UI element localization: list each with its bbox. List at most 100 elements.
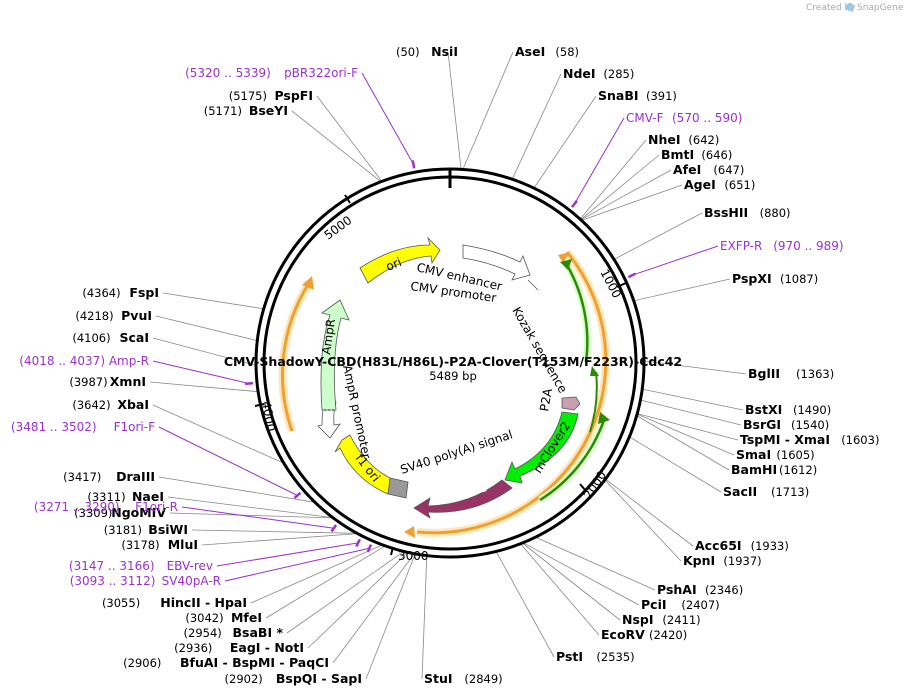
feature-ori [359,236,441,284]
site-name: StuI [424,671,453,686]
tick-label-3000: 3000 [398,549,429,563]
site-position: (1603) [841,433,879,447]
primer-marker [571,200,578,208]
site-name: BstXI [745,402,782,417]
tick-2000 [579,483,587,492]
primer-label-cmv-f: CMV-F (570 .. 590) [626,111,742,125]
credit: Created by SnapGene [806,3,904,13]
primer-range: (5320 .. 5339) [185,66,271,80]
site-leader-line [265,545,386,619]
site-leader-line [637,413,739,441]
site-label-sacii: SacII(1713) [723,484,809,499]
ticks [254,194,627,556]
site-position: (880) [760,206,791,220]
site-position: (2849) [464,672,502,686]
primer-leader-line [361,72,414,165]
site-label-hincii-hpai: HincII - HpaI (3055) [102,595,247,610]
site-position: (1540) [791,418,829,432]
credit-brand: SnapGene [857,3,904,13]
site-position: (2346) [705,583,743,597]
features [317,236,581,519]
primer-leader-line [216,542,359,567]
site-name: TspMI - XmaI [740,432,830,447]
primer-name: SV40pA-R [162,574,221,588]
site-leader-line [155,315,258,341]
site-label-ngomiv: NgoMIV(3309) [74,505,166,520]
site-position: (285) [603,67,634,81]
site-position: (3181) [104,523,142,537]
site-name: PvuI [121,308,152,323]
site-position: (4106) [72,331,110,345]
site-name: AfeI [673,162,701,177]
primer-range: (970 .. 989) [773,239,843,253]
site-position: (3055) [102,596,140,610]
primer-label-amp-r: Amp-R(4018 .. 4037) [19,354,149,368]
site-label-bspqi-sapi: BspQI - SapI(2902) [225,671,362,686]
site-leader-line [633,278,731,302]
feature-kozak [527,279,539,291]
primer-leader-line [152,360,250,384]
feature-sv40-polya [387,477,409,499]
primer-label-ebv-rev: EBV-rev(3147 .. 3166) [69,559,213,573]
site-name: PspXI [732,271,772,286]
feature-label-p2a: P2A [537,387,555,413]
site-leader-line [580,154,660,221]
site-name: BsaBI * [233,625,284,640]
orf-arc-left [281,282,311,432]
site-leader-line [149,381,259,393]
site-label-pspxi: PspXI(1087) [732,271,818,286]
primer-name: pBR322ori-F [284,66,358,80]
site-leader-line [533,95,597,189]
primer-name: CMV-F [626,111,664,125]
orf-arrowhead-top [558,252,570,263]
site-position: (1490) [793,403,831,417]
primer-range: (570 .. 590) [672,111,742,125]
orf-arcs [278,249,610,538]
site-leader-line [579,139,647,220]
site-position: (2411) [662,613,700,627]
site-name: NspI [622,612,654,627]
site-position: (1605) [776,448,814,462]
feature-f1-ori [334,434,391,495]
tick-3000 [390,546,394,556]
primer-label-exfp-r: EXFP-R(970 .. 989) [720,239,844,253]
site-position: (2407) [681,598,719,612]
plasmid-length: 5489 bp [429,369,477,383]
tick-label-4000: 4000 [259,400,278,433]
site-label-naei: NaeI(3311) [87,489,164,504]
site-leader-line [169,512,334,519]
site-leader-line [613,212,703,260]
site-name: HincII - HpaI [160,595,247,610]
green-arc-bottom [539,419,606,502]
site-leader-line [604,479,682,562]
site-leader-line [152,404,285,464]
primer-leader-line [574,117,625,205]
site-name: PshAI [657,582,697,597]
site-position: (646) [701,148,732,162]
site-position: (2902) [225,672,263,686]
site-name: BfuAI - BspMI - PaqCI [180,655,329,670]
site-label-psti: PstI(2535) [556,649,635,664]
site-name: PspFI [274,88,313,103]
site-leader-line [640,399,742,426]
tick-1000 [616,282,627,288]
site-position: (391) [646,89,677,103]
plasmid-title: CMV-ShadowY-CBD(H83L/H86L)-P2A-Clover(T1… [224,354,682,369]
primer-label-f1ori-r: F1ori-R(3271 .. 3290) [34,500,178,514]
site-position: (3178) [121,538,159,552]
leader-lines [149,51,747,680]
site-leader-line [447,51,462,170]
site-label-ndei: NdeI(285) [563,66,634,81]
credit-text: Created by [806,3,856,13]
site-name: BssHII [704,205,748,220]
site-label-nhei: NheI(642) [648,132,719,147]
site-label-nspi: NspI (2411) [622,612,701,627]
primer-name: EBV-rev [167,559,213,573]
primer-name: Amp-R [109,354,149,368]
site-label-ecorv: EcoRV(2420) [601,627,687,642]
site-position: (2535) [596,650,634,664]
primer-marker [244,381,254,386]
orf-arrowhead-bottom [404,526,415,538]
site-name: NheI [648,132,681,147]
